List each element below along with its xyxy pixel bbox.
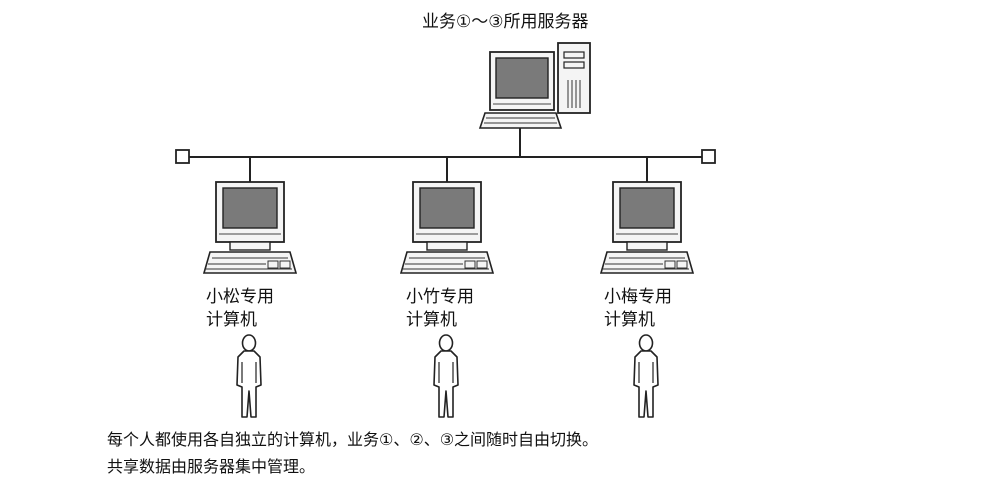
- person-icon: [236, 334, 262, 418]
- network-terminator-icon: [175, 149, 190, 164]
- person-icon: [433, 334, 459, 418]
- person-icon: [633, 334, 659, 418]
- network-terminator-icon: [701, 149, 716, 164]
- desktop-computer-icon: [400, 181, 494, 274]
- network-bus: [189, 128, 702, 182]
- server-label: 业务①～③所用服务器: [422, 12, 589, 32]
- server-computer-icon: [478, 42, 591, 129]
- caption-line-1: 每个人都使用各自独立的计算机，业务①、②、③之间随时自由切换。: [107, 430, 599, 449]
- client-label-koume-line2: 计算机: [604, 310, 655, 330]
- desktop-computer-icon: [203, 181, 297, 274]
- client-label-komatsu-line2: 计算机: [206, 310, 257, 330]
- caption-line-2: 共享数据由服务器集中管理。: [107, 457, 316, 476]
- client-label-kotake-line2: 计算机: [406, 310, 457, 330]
- desktop-computer-icon: [600, 181, 694, 274]
- client-label-komatsu-line1: 小松专用: [206, 287, 274, 307]
- client-label-kotake-line1: 小竹专用: [406, 287, 474, 307]
- client-label-koume-line1: 小梅专用: [604, 287, 672, 307]
